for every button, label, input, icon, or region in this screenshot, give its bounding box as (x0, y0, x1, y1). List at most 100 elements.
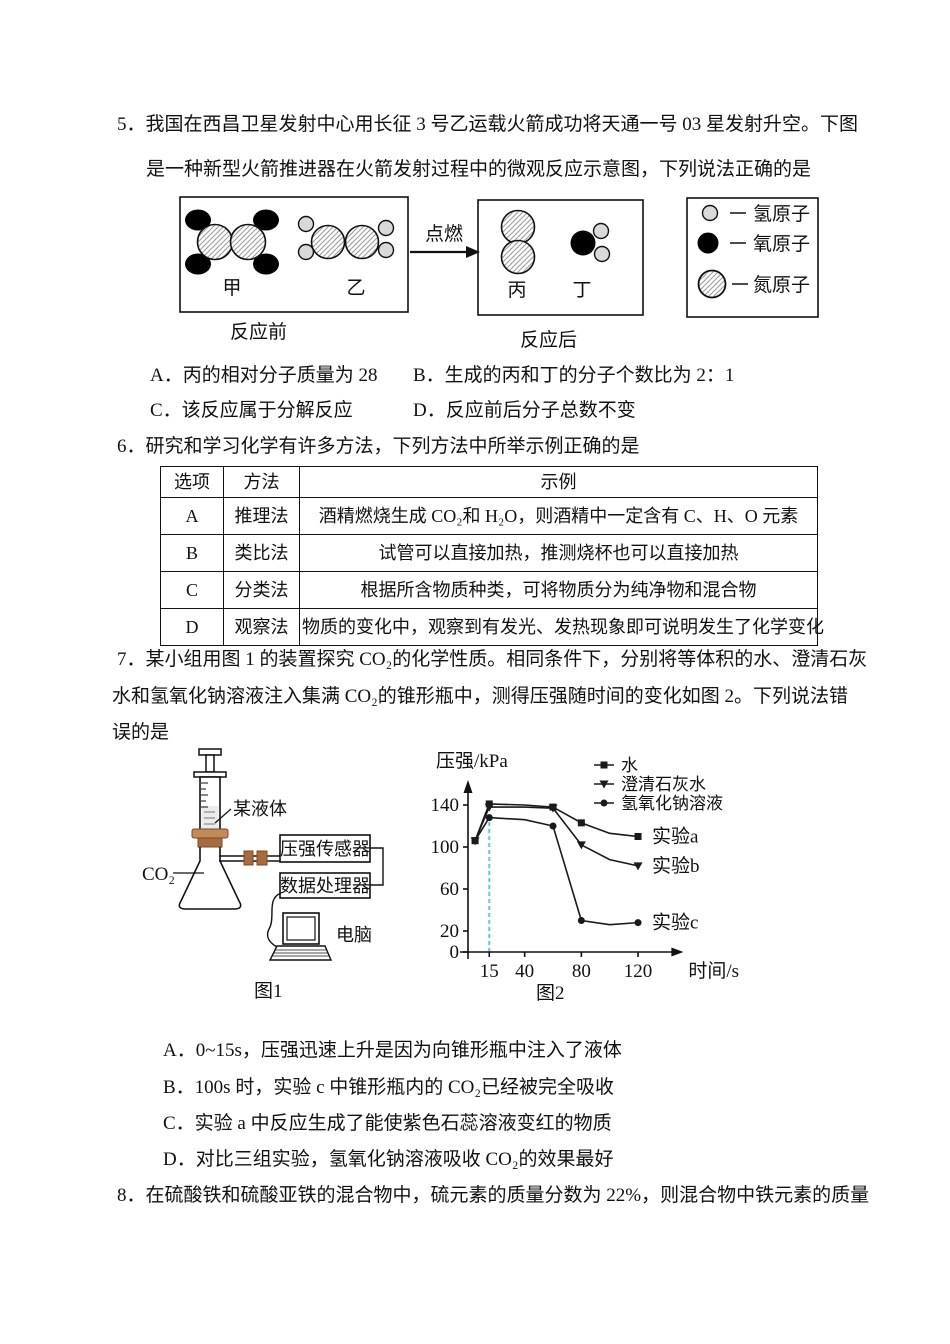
cell-example: 试管可以直接加热，推测烧杯也可以直接加热 (299, 534, 818, 572)
cell-method: 分类法 (223, 571, 300, 609)
label-bing: 丙 (507, 280, 526, 301)
y-tick-label: 20 (440, 921, 459, 942)
legend-label: 澄清石灰水 (621, 775, 706, 794)
fig1-caption: 图1 (254, 981, 283, 1002)
cell-example: 物质的变化中，观察到有发光、发热现象即可说明发生了化学变化 (299, 608, 824, 646)
circle-marker-icon (634, 919, 642, 927)
triangle-down-marker-icon (484, 803, 494, 812)
processor-computer-cable (266, 892, 282, 948)
q5-text-line1: 5．我国在西昌卫星发射中心用长征 3 号乙运载火箭成功将天通一号 03 星发射升… (117, 114, 859, 135)
cell-option: B (160, 534, 224, 572)
atom-legend-box (686, 197, 819, 318)
circle-marker-icon (471, 837, 479, 845)
col-header-option: 选项 (160, 466, 224, 498)
q5-text-line2: 是一种新型火箭推进器在火箭发射过程中的微观反应示意图，下列说法正确的是 (146, 159, 812, 180)
cell-example: 根据所含物质种类，可将物质分为纯净物和混合物 (299, 571, 818, 609)
label-jia: 甲 (222, 278, 241, 299)
circle-marker-icon (600, 799, 608, 807)
oxygen-atom-icon (697, 232, 719, 254)
y-tick-label: 140 (431, 795, 460, 816)
after-reaction-box (477, 199, 644, 316)
q7-option-b: B．100s 时，实验 c 中锥形瓶内的 CO₂已经被完全吸收 (163, 1077, 615, 1098)
fig2-caption: 图2 (536, 983, 565, 1004)
series-end-label: 实验b (652, 855, 700, 877)
x-tick-label: 15 (480, 961, 499, 982)
square-marker-icon (600, 761, 608, 769)
computer-label: 电脑 (336, 925, 372, 945)
data-processor-label: 数据处理器 (280, 876, 370, 896)
cell-option: C (160, 571, 224, 609)
x-axis-arrow-icon (671, 947, 684, 957)
col-header-method: 方法 (223, 466, 300, 498)
conical-flask-icon (178, 847, 242, 910)
y-tick-label: 60 (440, 879, 459, 900)
q8-text-line1: 8．在硫酸铁和硫酸亚铁的混合物中，硫元素的质量分数为 22%，则混合物中铁元素的… (117, 1185, 870, 1206)
sensor-processor-wire (370, 847, 384, 886)
liquid-label: 某液体 (233, 799, 287, 819)
y-tick-label: 0 (450, 942, 460, 963)
liquid-pointer-line (214, 808, 232, 824)
legend-label: 水 (621, 756, 638, 775)
label-ding: 丁 (572, 280, 591, 301)
legend-label: 氢氧化钠溶液 (621, 794, 723, 813)
molecule-bing-n2-icon (500, 209, 536, 275)
ignite-arrow-icon (410, 246, 480, 258)
label-yi: 乙 (346, 278, 365, 299)
before-caption: 反应前 (230, 321, 287, 343)
data-processor-box (279, 872, 371, 899)
rubber-stopper-icon (191, 828, 229, 848)
ignite-label: 点燃 (425, 223, 463, 245)
cell-example: 酒精燃烧生成 CO₂和 H₂O，则酒精中一定含有 C、H、O 元素 (299, 497, 818, 535)
x-tick-label: 120 (624, 961, 653, 982)
table-header-row: 选项 方法 示例 (160, 466, 818, 498)
laptop-icon (268, 912, 333, 961)
square-marker-icon (577, 819, 585, 827)
molecule-yi-n2h4-icon (297, 215, 395, 261)
circle-marker-icon (549, 822, 557, 830)
fig1-apparatus: 某液体 CO₂ 压强传感器 数据处理器 (142, 748, 384, 1002)
q7-text-line1: 7．某小组用图 1 的装置探究 CO₂的化学性质。相同条件下，分别将等体积的水、… (117, 649, 868, 670)
table-row: C 分类法 根据所含物质种类，可将物质分为纯净物和混合物 (160, 571, 818, 609)
q5-option-b: B．生成的丙和丁的分子个数比为 2：1 (413, 365, 735, 386)
before-reaction-box (179, 196, 409, 313)
reaction-diagram: 甲 乙 点燃 丙 丁 反应前 反应后 氢原子 氧原 (179, 196, 819, 351)
q5-option-c: C．该反应属于分解反应 (150, 400, 353, 421)
q7-text-line2: 水和氢氧化钠溶液注入集满 CO₂的锥形瓶中，测得压强随时间的变化如图 2。下列说… (112, 686, 849, 707)
triangle-down-marker-icon (548, 804, 558, 813)
circle-marker-icon (485, 814, 493, 822)
molecule-jia-n2o4-icon (185, 209, 279, 275)
triangle-down-marker-icon (576, 841, 586, 850)
q7-option-c: C．实验 a 中反应生成了能使紫色石蕊溶液变红的物质 (163, 1113, 612, 1134)
molecule-ding-h2o-icon (570, 222, 611, 263)
hydrogen-atom-label: 氢原子 (753, 203, 810, 225)
nitrogen-atom-label: 氮原子 (753, 274, 810, 296)
cell-option: A (160, 497, 224, 535)
cell-method: 观察法 (223, 608, 300, 646)
x-axis-title: 时间/s (688, 960, 739, 982)
circle-marker-icon (577, 917, 585, 924)
y-axis-title: 压强/kPa (436, 751, 508, 772)
square-marker-icon (634, 833, 642, 840)
col-header-example: 示例 (299, 466, 818, 498)
pressure-sensor-label: 压强传感器 (280, 839, 370, 859)
q6-text: 6．研究和学习化学有许多方法，下列方法中所举示例正确的是 (117, 436, 640, 457)
y-tick-label: 100 (431, 837, 460, 858)
x-tick-label: 40 (515, 961, 534, 982)
syringe-icon (193, 748, 227, 846)
triangle-down-marker-icon (599, 780, 609, 789)
co2-label: CO₂ (142, 864, 175, 885)
q6-methods-table: 选项 方法 示例 A 推理法 酒精燃烧生成 CO₂和 H₂O，则酒精中一定含有 … (160, 466, 824, 646)
cell-method: 类比法 (223, 534, 300, 572)
after-caption: 反应后 (520, 329, 577, 351)
cell-method: 推理法 (223, 497, 300, 535)
hydrogen-atom-icon (701, 204, 719, 222)
table-row: D 观察法 物质的变化中，观察到有发光、发热现象即可说明发生了化学变化 (160, 608, 824, 646)
table-row: B 类比法 试管可以直接加热，推测烧杯也可以直接加热 (160, 534, 818, 572)
q7-text-line3: 误的是 (112, 722, 170, 743)
nitrogen-atom-icon (697, 269, 727, 299)
tube-icon (219, 850, 280, 866)
q7-option-a: A．0~15s，压强迅速上升是因为向锥形瓶中注入了液体 (163, 1040, 622, 1061)
q5-option-d: D．反应前后分子总数不变 (413, 400, 636, 421)
